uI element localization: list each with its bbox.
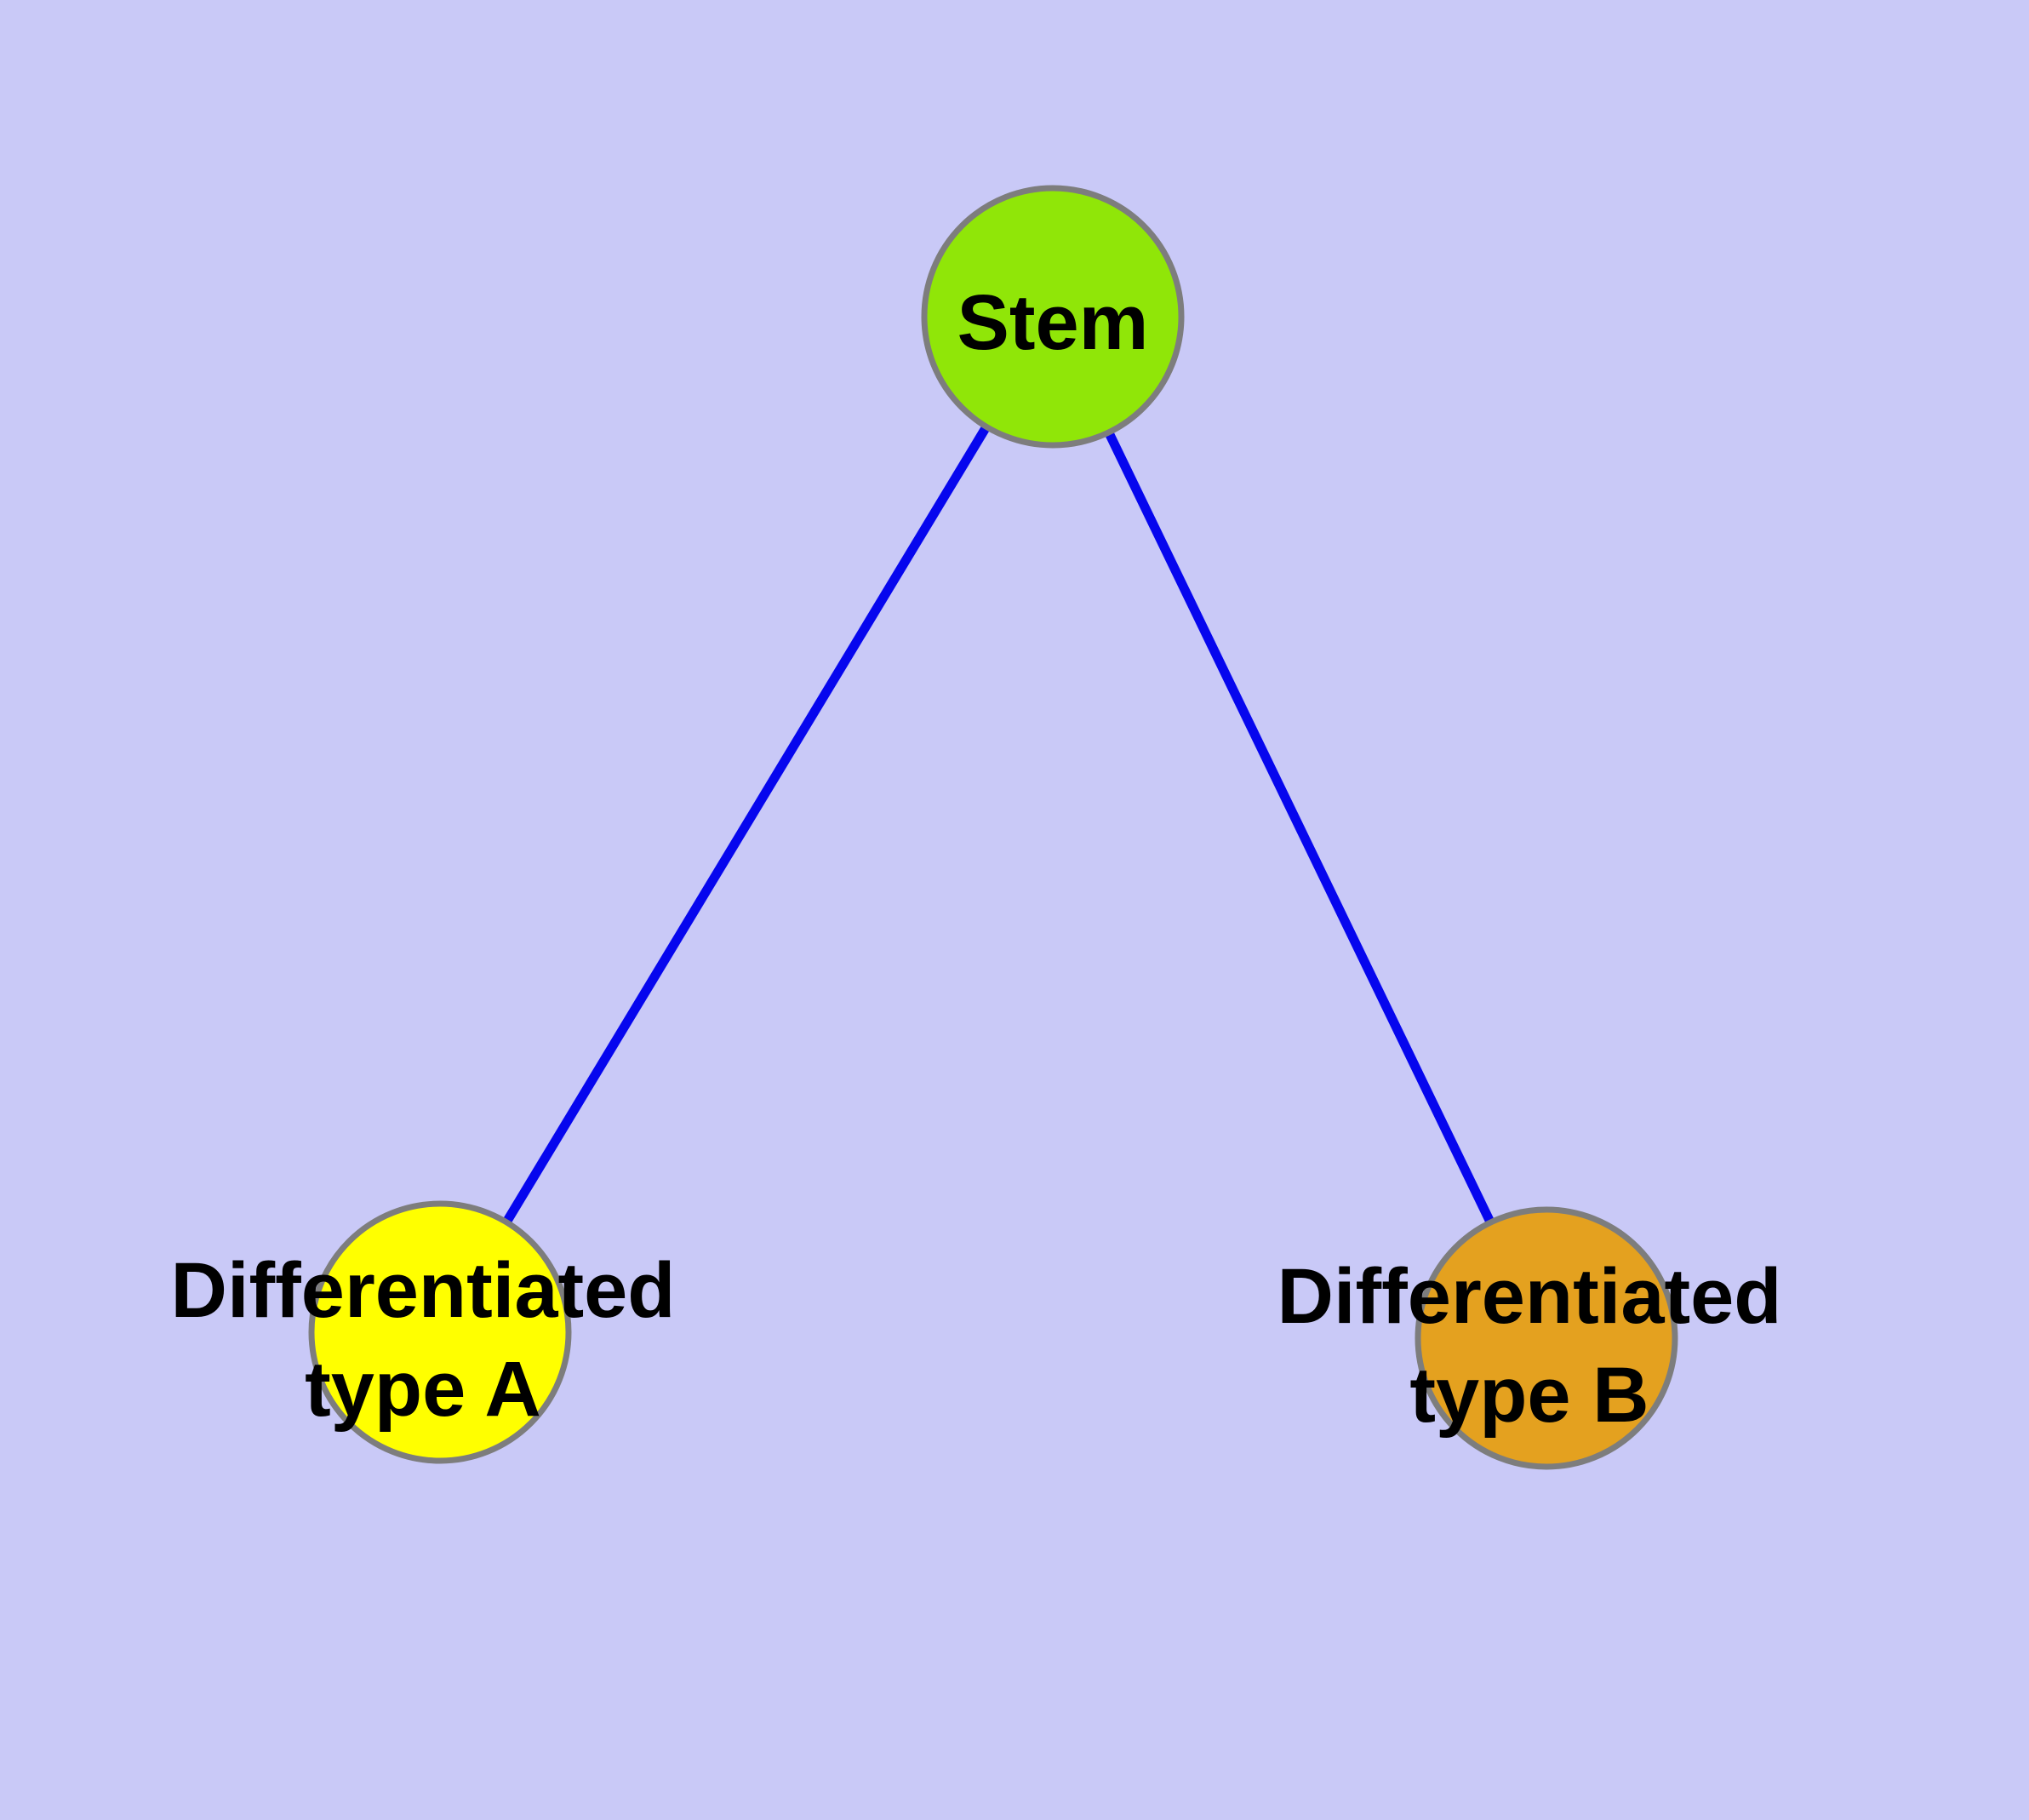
node-type-b-circle — [1415, 1206, 1678, 1470]
edge-stem-to-type-b — [1049, 314, 1551, 1341]
node-stem-circle — [921, 185, 1185, 449]
node-stem-label: Stem — [957, 279, 1149, 366]
node-type-b-label-line2: type B — [1409, 1352, 1649, 1439]
node-stem: Stem — [921, 185, 1185, 449]
edge-stem-to-type-a — [436, 314, 1057, 1335]
node-type-a-label-line1: Differentiated — [171, 1247, 676, 1334]
node-differentiated-type-a: Differentiated type A — [171, 1200, 676, 1464]
node-type-a-circle — [308, 1200, 572, 1464]
node-type-a-label-line2: type A — [305, 1346, 541, 1433]
node-differentiated-type-b: Differentiated type B — [1277, 1206, 1782, 1470]
node-type-b-label-line1: Differentiated — [1277, 1253, 1782, 1340]
